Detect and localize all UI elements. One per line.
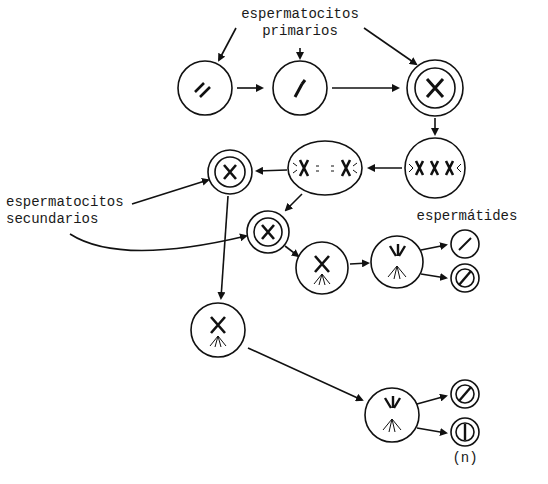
spermatid bbox=[451, 380, 479, 408]
chromosome bbox=[300, 160, 350, 176]
text-label: (n) bbox=[440, 450, 490, 467]
chromosome bbox=[427, 79, 443, 97]
cell bbox=[365, 388, 419, 442]
chromosome bbox=[315, 256, 329, 272]
leader-line bbox=[299, 48, 301, 58]
chromosome bbox=[416, 161, 453, 175]
leader-line bbox=[364, 28, 416, 64]
nucleus bbox=[456, 423, 474, 441]
spindle bbox=[293, 163, 357, 173]
spindle bbox=[409, 164, 461, 172]
spermatid bbox=[451, 264, 479, 292]
step-arrow bbox=[257, 170, 287, 171]
nucleus bbox=[456, 385, 474, 403]
text-label: espermátides bbox=[405, 208, 529, 225]
step-arrow bbox=[285, 246, 298, 256]
spermatid bbox=[451, 418, 479, 446]
step-arrow bbox=[421, 245, 446, 250]
chromosome bbox=[262, 225, 274, 239]
cell bbox=[178, 61, 232, 115]
nucleus bbox=[254, 218, 282, 246]
cell bbox=[208, 150, 252, 194]
text-label: espermatocitos primarios bbox=[225, 6, 375, 40]
chromosome bbox=[459, 238, 471, 250]
step-arrow bbox=[369, 167, 402, 169]
step-arrow bbox=[248, 348, 362, 400]
chromosome bbox=[224, 165, 236, 179]
cell bbox=[273, 61, 327, 115]
cell bbox=[247, 211, 289, 253]
step-arrow bbox=[332, 87, 398, 89]
cell bbox=[191, 303, 245, 357]
cell bbox=[371, 236, 423, 288]
leader-line bbox=[70, 234, 246, 251]
step-arrow bbox=[417, 428, 446, 433]
nucleus bbox=[415, 68, 455, 108]
step-arrow bbox=[417, 396, 446, 404]
cell bbox=[288, 141, 362, 195]
leader-line bbox=[132, 180, 208, 204]
chromosome bbox=[211, 317, 225, 333]
step-arrow bbox=[434, 118, 436, 134]
cell bbox=[405, 138, 465, 198]
spermatid bbox=[451, 230, 479, 258]
spindle bbox=[314, 274, 330, 285]
chromosome bbox=[295, 80, 305, 97]
step-arrow bbox=[221, 196, 228, 298]
spindle bbox=[210, 336, 226, 347]
chromosome bbox=[464, 424, 466, 440]
chromosome bbox=[459, 387, 471, 401]
nucleus bbox=[456, 269, 474, 287]
nucleus bbox=[215, 157, 245, 187]
spindle bbox=[388, 266, 406, 279]
chromosome bbox=[195, 83, 210, 97]
leader-line bbox=[219, 28, 236, 60]
step-arrow bbox=[237, 87, 262, 89]
step-arrow bbox=[286, 194, 302, 210]
chromosome bbox=[390, 244, 405, 256]
cell bbox=[296, 242, 348, 294]
text-label: espermatocitos secundarios bbox=[6, 194, 136, 228]
step-arrow bbox=[350, 263, 368, 264]
spindle bbox=[383, 419, 401, 432]
chromosome bbox=[385, 396, 400, 408]
chromosome bbox=[459, 271, 471, 285]
step-arrow bbox=[421, 274, 446, 278]
cell bbox=[407, 60, 463, 116]
